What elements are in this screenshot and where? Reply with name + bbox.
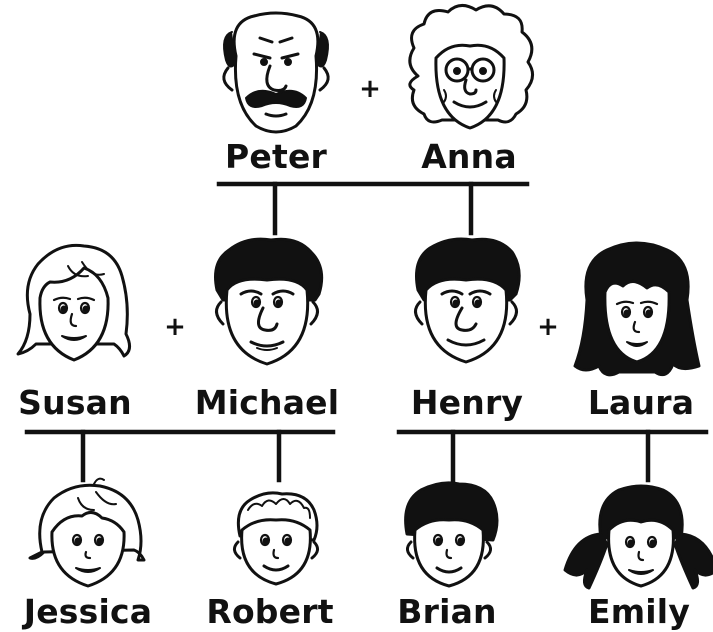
peter-portrait <box>224 13 328 132</box>
name-brian: Brian <box>397 592 497 631</box>
name-robert: Robert <box>206 592 334 631</box>
robert-portrait <box>234 493 317 584</box>
name-henry: Henry <box>410 383 524 422</box>
couple-sign-henry-laura: + <box>537 312 559 342</box>
henry-portrait <box>415 239 519 362</box>
name-laura: Laura <box>587 383 695 422</box>
emily-portrait <box>565 486 713 588</box>
name-anna: Anna <box>421 137 517 176</box>
jessica-portrait <box>30 479 144 586</box>
anna-portrait <box>410 5 533 128</box>
couple-sign-peter-anna: + <box>359 74 381 104</box>
connector-lines <box>24 181 709 483</box>
name-jessica: Jessica <box>23 592 153 631</box>
name-michael: Michael <box>194 383 340 422</box>
brian-portrait <box>406 483 497 586</box>
michael-portrait <box>216 239 322 364</box>
laura-portrait <box>575 243 699 375</box>
couple-sign-susan-michael: + <box>164 312 186 342</box>
name-susan: Susan <box>18 383 132 422</box>
name-peter: Peter <box>225 137 327 176</box>
susan-portrait <box>18 245 130 360</box>
name-emily: Emily <box>587 592 691 631</box>
